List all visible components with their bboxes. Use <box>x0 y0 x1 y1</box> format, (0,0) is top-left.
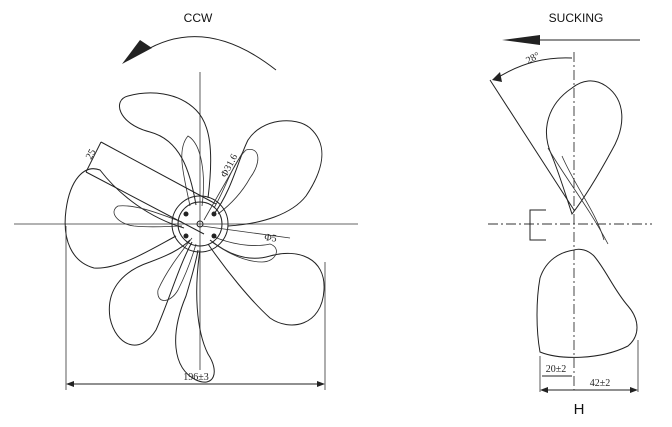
upper-blade-profile <box>545 80 623 216</box>
blade-width-line-b <box>100 141 217 205</box>
front-view: CCW 25 <box>14 11 358 390</box>
pitch-angle-arc <box>493 57 573 81</box>
blade-top <box>118 92 212 206</box>
blade-bottom-right <box>207 239 325 326</box>
hub-outer-circle <box>171 195 229 253</box>
side-view: SUCKING 28° 20±2 42±2 H <box>488 11 652 418</box>
lower-blade-profile <box>536 248 638 358</box>
blade-right <box>213 120 323 227</box>
overall-diameter-label: 196±3 <box>183 372 209 383</box>
upper-blade-edge-inner <box>561 155 605 241</box>
bore-diameter-leader <box>201 225 291 239</box>
hub-bore-circle <box>196 220 204 228</box>
airflow-arrow-icon <box>502 35 540 45</box>
blade-outlines <box>64 92 325 383</box>
hub-bracket <box>529 209 546 241</box>
blade-width-dimension-line <box>85 141 102 173</box>
depth-label: 42±2 <box>590 378 611 389</box>
arrowhead-right-icon <box>317 381 325 387</box>
upper-blade-edge <box>547 147 609 245</box>
pitch-reference-line <box>489 79 575 211</box>
rotation-arrowhead-icon <box>122 40 152 64</box>
blade-bottom-left <box>108 239 193 346</box>
hub-offset-label: 20±2 <box>546 364 567 375</box>
airflow-label: SUCKING <box>549 11 604 25</box>
hub-diameter-leader <box>203 149 245 221</box>
blade-left <box>64 168 185 269</box>
arrowhead-left-icon <box>66 381 74 387</box>
depth-arrow-right-icon <box>630 387 638 393</box>
blade-ribs <box>113 135 277 301</box>
rivet-markers <box>183 211 217 239</box>
pitch-arrowhead-icon <box>492 72 502 82</box>
rotation-arc <box>142 36 277 71</box>
height-label: H <box>574 401 585 418</box>
blade-width-label: 25 <box>84 147 98 161</box>
blade-width-line-a <box>85 171 205 235</box>
hub-inner-circle <box>177 201 223 247</box>
rotation-label: CCW <box>184 11 213 25</box>
depth-arrow-left-icon <box>540 387 548 393</box>
bore-diameter-label: Φ5 <box>264 232 278 245</box>
blade-lower <box>175 249 215 383</box>
